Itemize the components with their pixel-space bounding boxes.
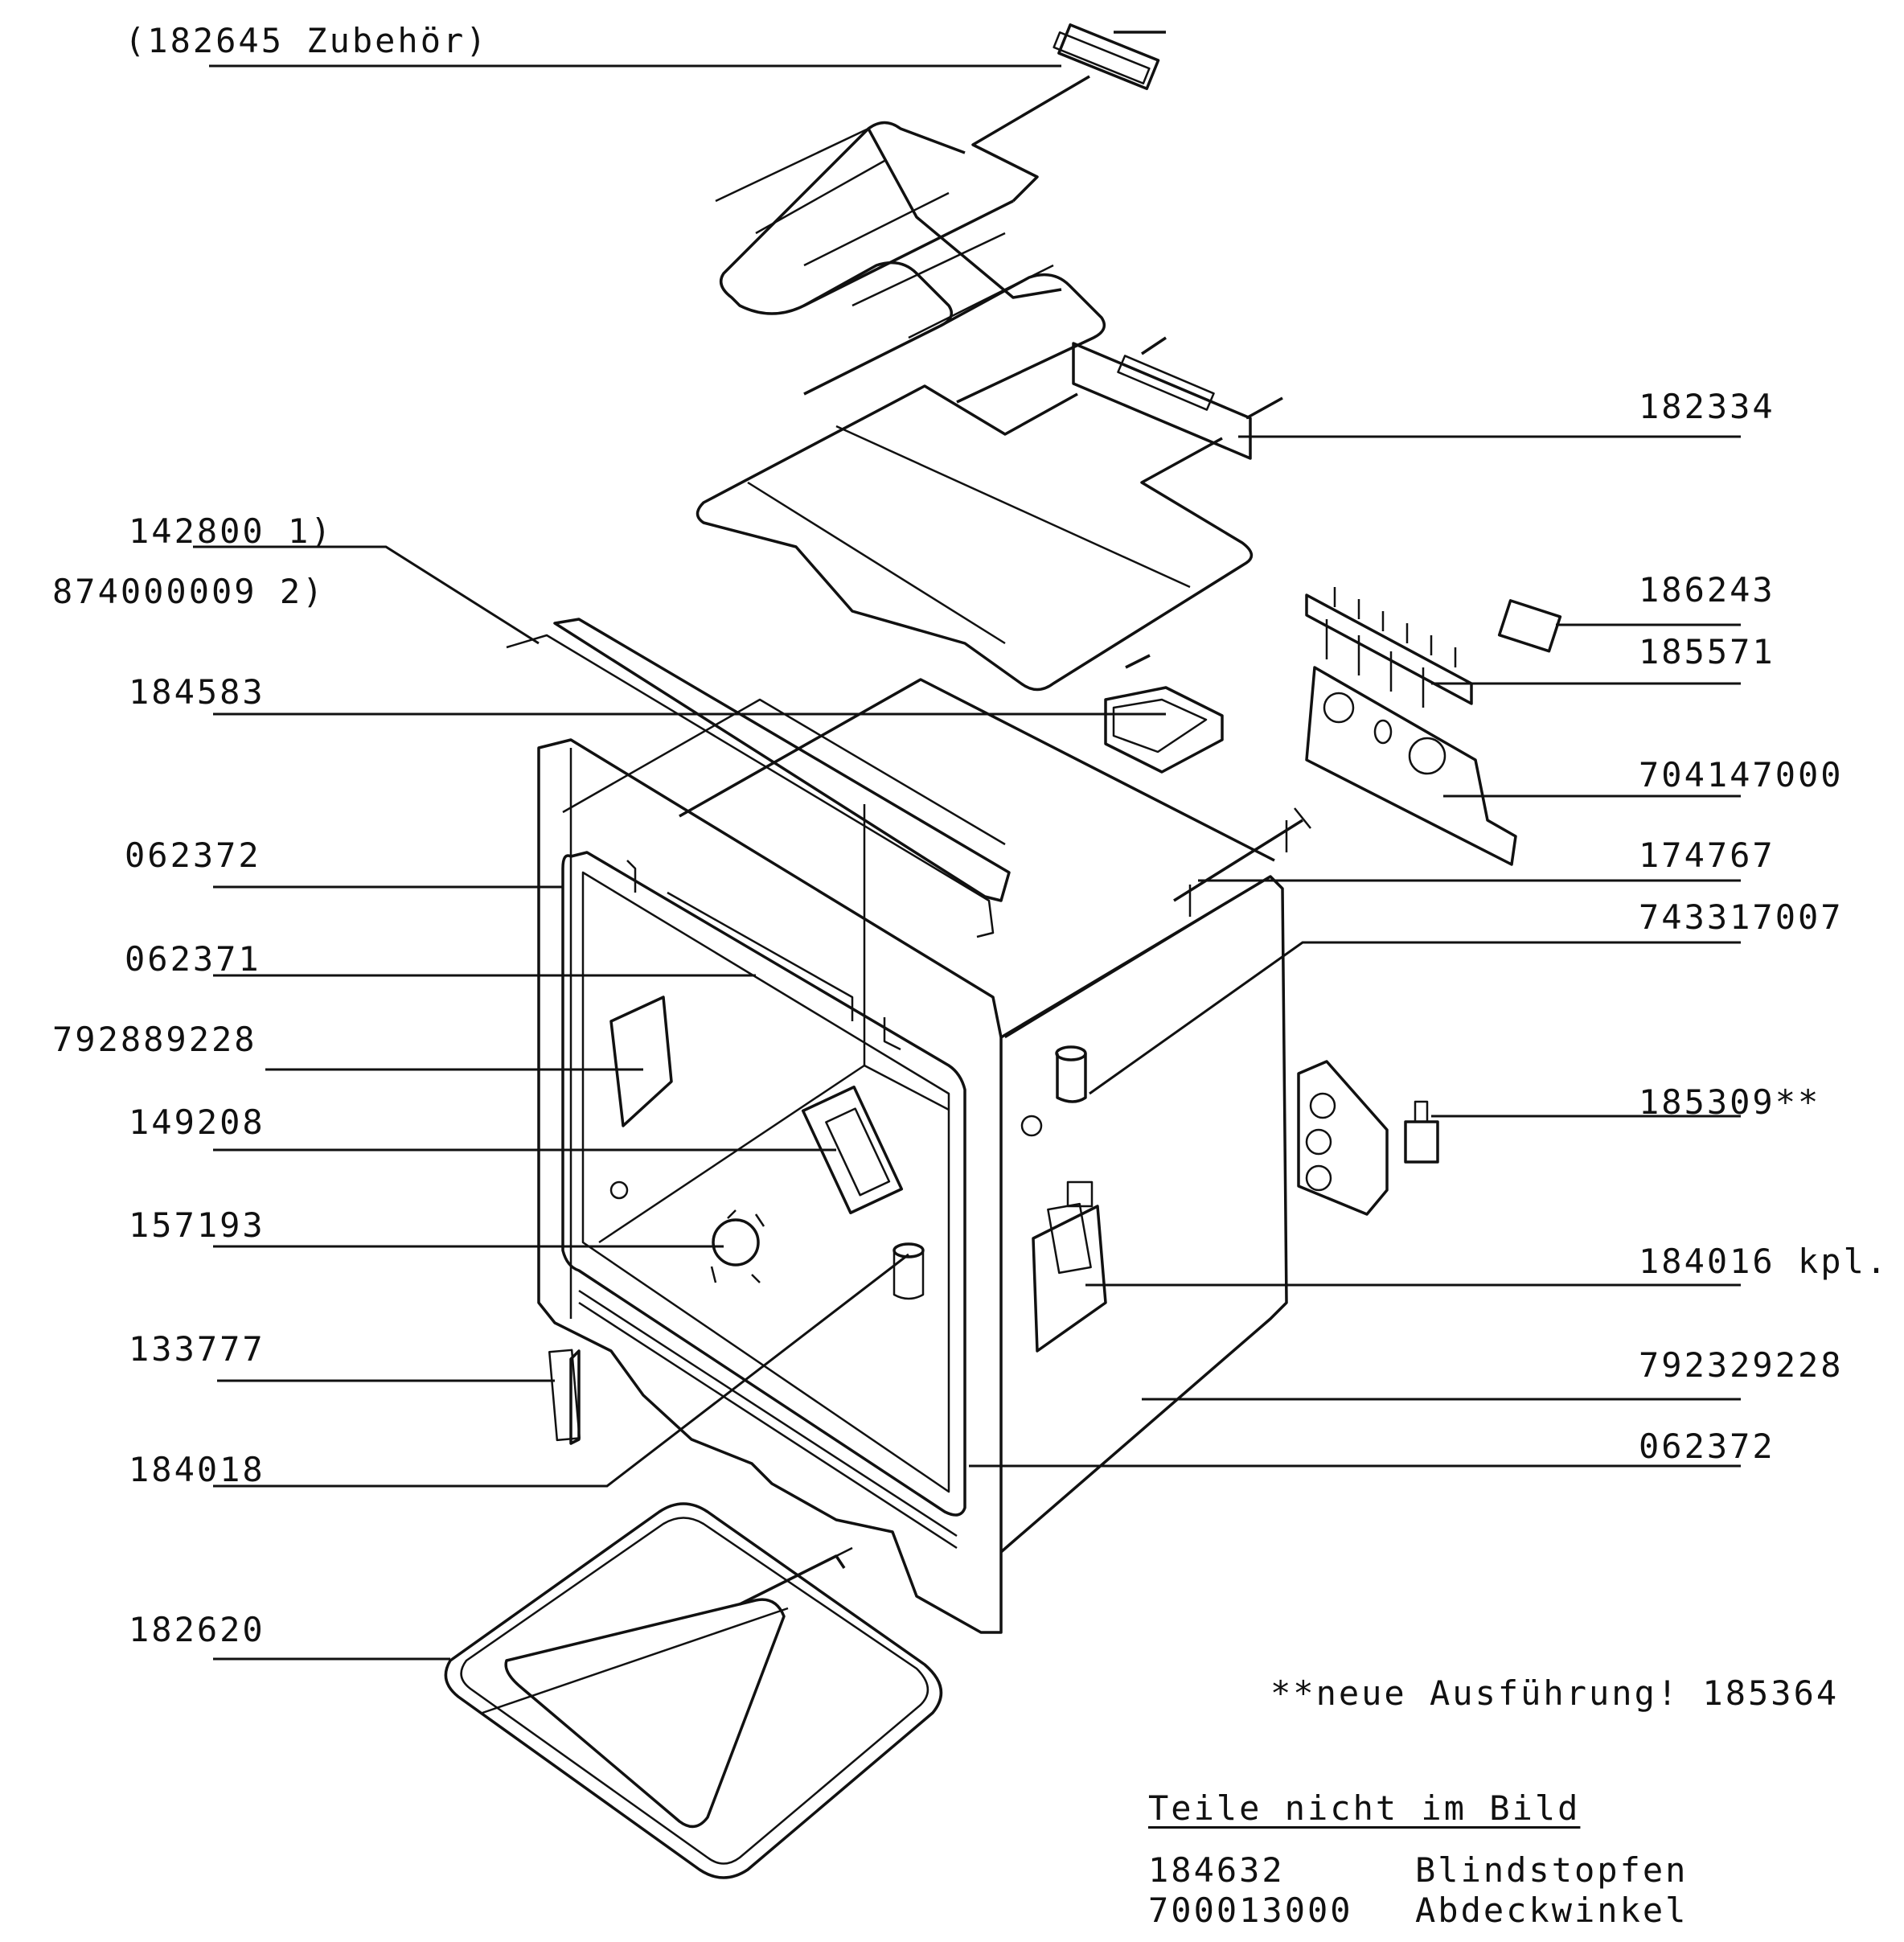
label-184016: 184016 kpl. (1639, 1242, 1890, 1281)
leader-142800 (193, 545, 540, 645)
oven-cavity-drawing (506, 618, 1311, 1634)
parts-not-shown-number-1: 184632 (1148, 1850, 1285, 1890)
parts-not-shown-name-1: Blindstopfen (1415, 1850, 1689, 1890)
label-185309: 185309** (1639, 1082, 1821, 1122)
label-174767: 174767 (1639, 836, 1775, 875)
bottom-heating-element-drawing (444, 1502, 943, 1879)
connector-184583-drawing (1104, 686, 1224, 774)
label-142800: 142800 1) (129, 511, 334, 551)
leader-743317007 (1089, 941, 1741, 1095)
parts-not-shown-name-2: Abdeckwinkel (1415, 1891, 1689, 1930)
label-149208: 149208 (129, 1102, 265, 1142)
grill-heating-element-drawing (715, 23, 1166, 404)
label-182645: (182645 Zubehör) (125, 21, 489, 60)
top-heating-element-drawing (696, 336, 1283, 692)
label-157193: 157193 (129, 1205, 265, 1245)
label-874000009: 874000009 2) (52, 572, 326, 611)
parts-not-shown-heading: Teile nicht im Bild (1148, 1788, 1581, 1828)
label-792329228: 792329228 (1639, 1345, 1844, 1385)
label-062372-top: 062372 (125, 836, 261, 875)
label-792889228: 792889228 (52, 1020, 257, 1059)
parts-not-shown-number-2: 700013000 (1148, 1891, 1353, 1930)
label-182620: 182620 (129, 1610, 265, 1649)
label-184583: 184583 (129, 672, 265, 712)
label-182334: 182334 (1639, 387, 1775, 426)
label-185571: 185571 (1639, 632, 1775, 671)
note-new-version: **neue Ausführung! 185364 (1270, 1673, 1840, 1713)
label-186243: 186243 (1639, 570, 1775, 610)
label-184018: 184018 (129, 1450, 265, 1489)
label-062372-bottom: 062372 (1639, 1427, 1775, 1466)
leader-184018 (213, 1253, 909, 1488)
label-133777: 133777 (129, 1329, 265, 1369)
label-743317007: 743317007 (1639, 897, 1844, 937)
label-062371: 062371 (125, 939, 261, 979)
leader-lines-left (193, 64, 1166, 1661)
right-parts-drawing (1297, 587, 1562, 1216)
label-704147000: 704147000 (1639, 755, 1844, 794)
leader-lines-right (969, 435, 1741, 1468)
